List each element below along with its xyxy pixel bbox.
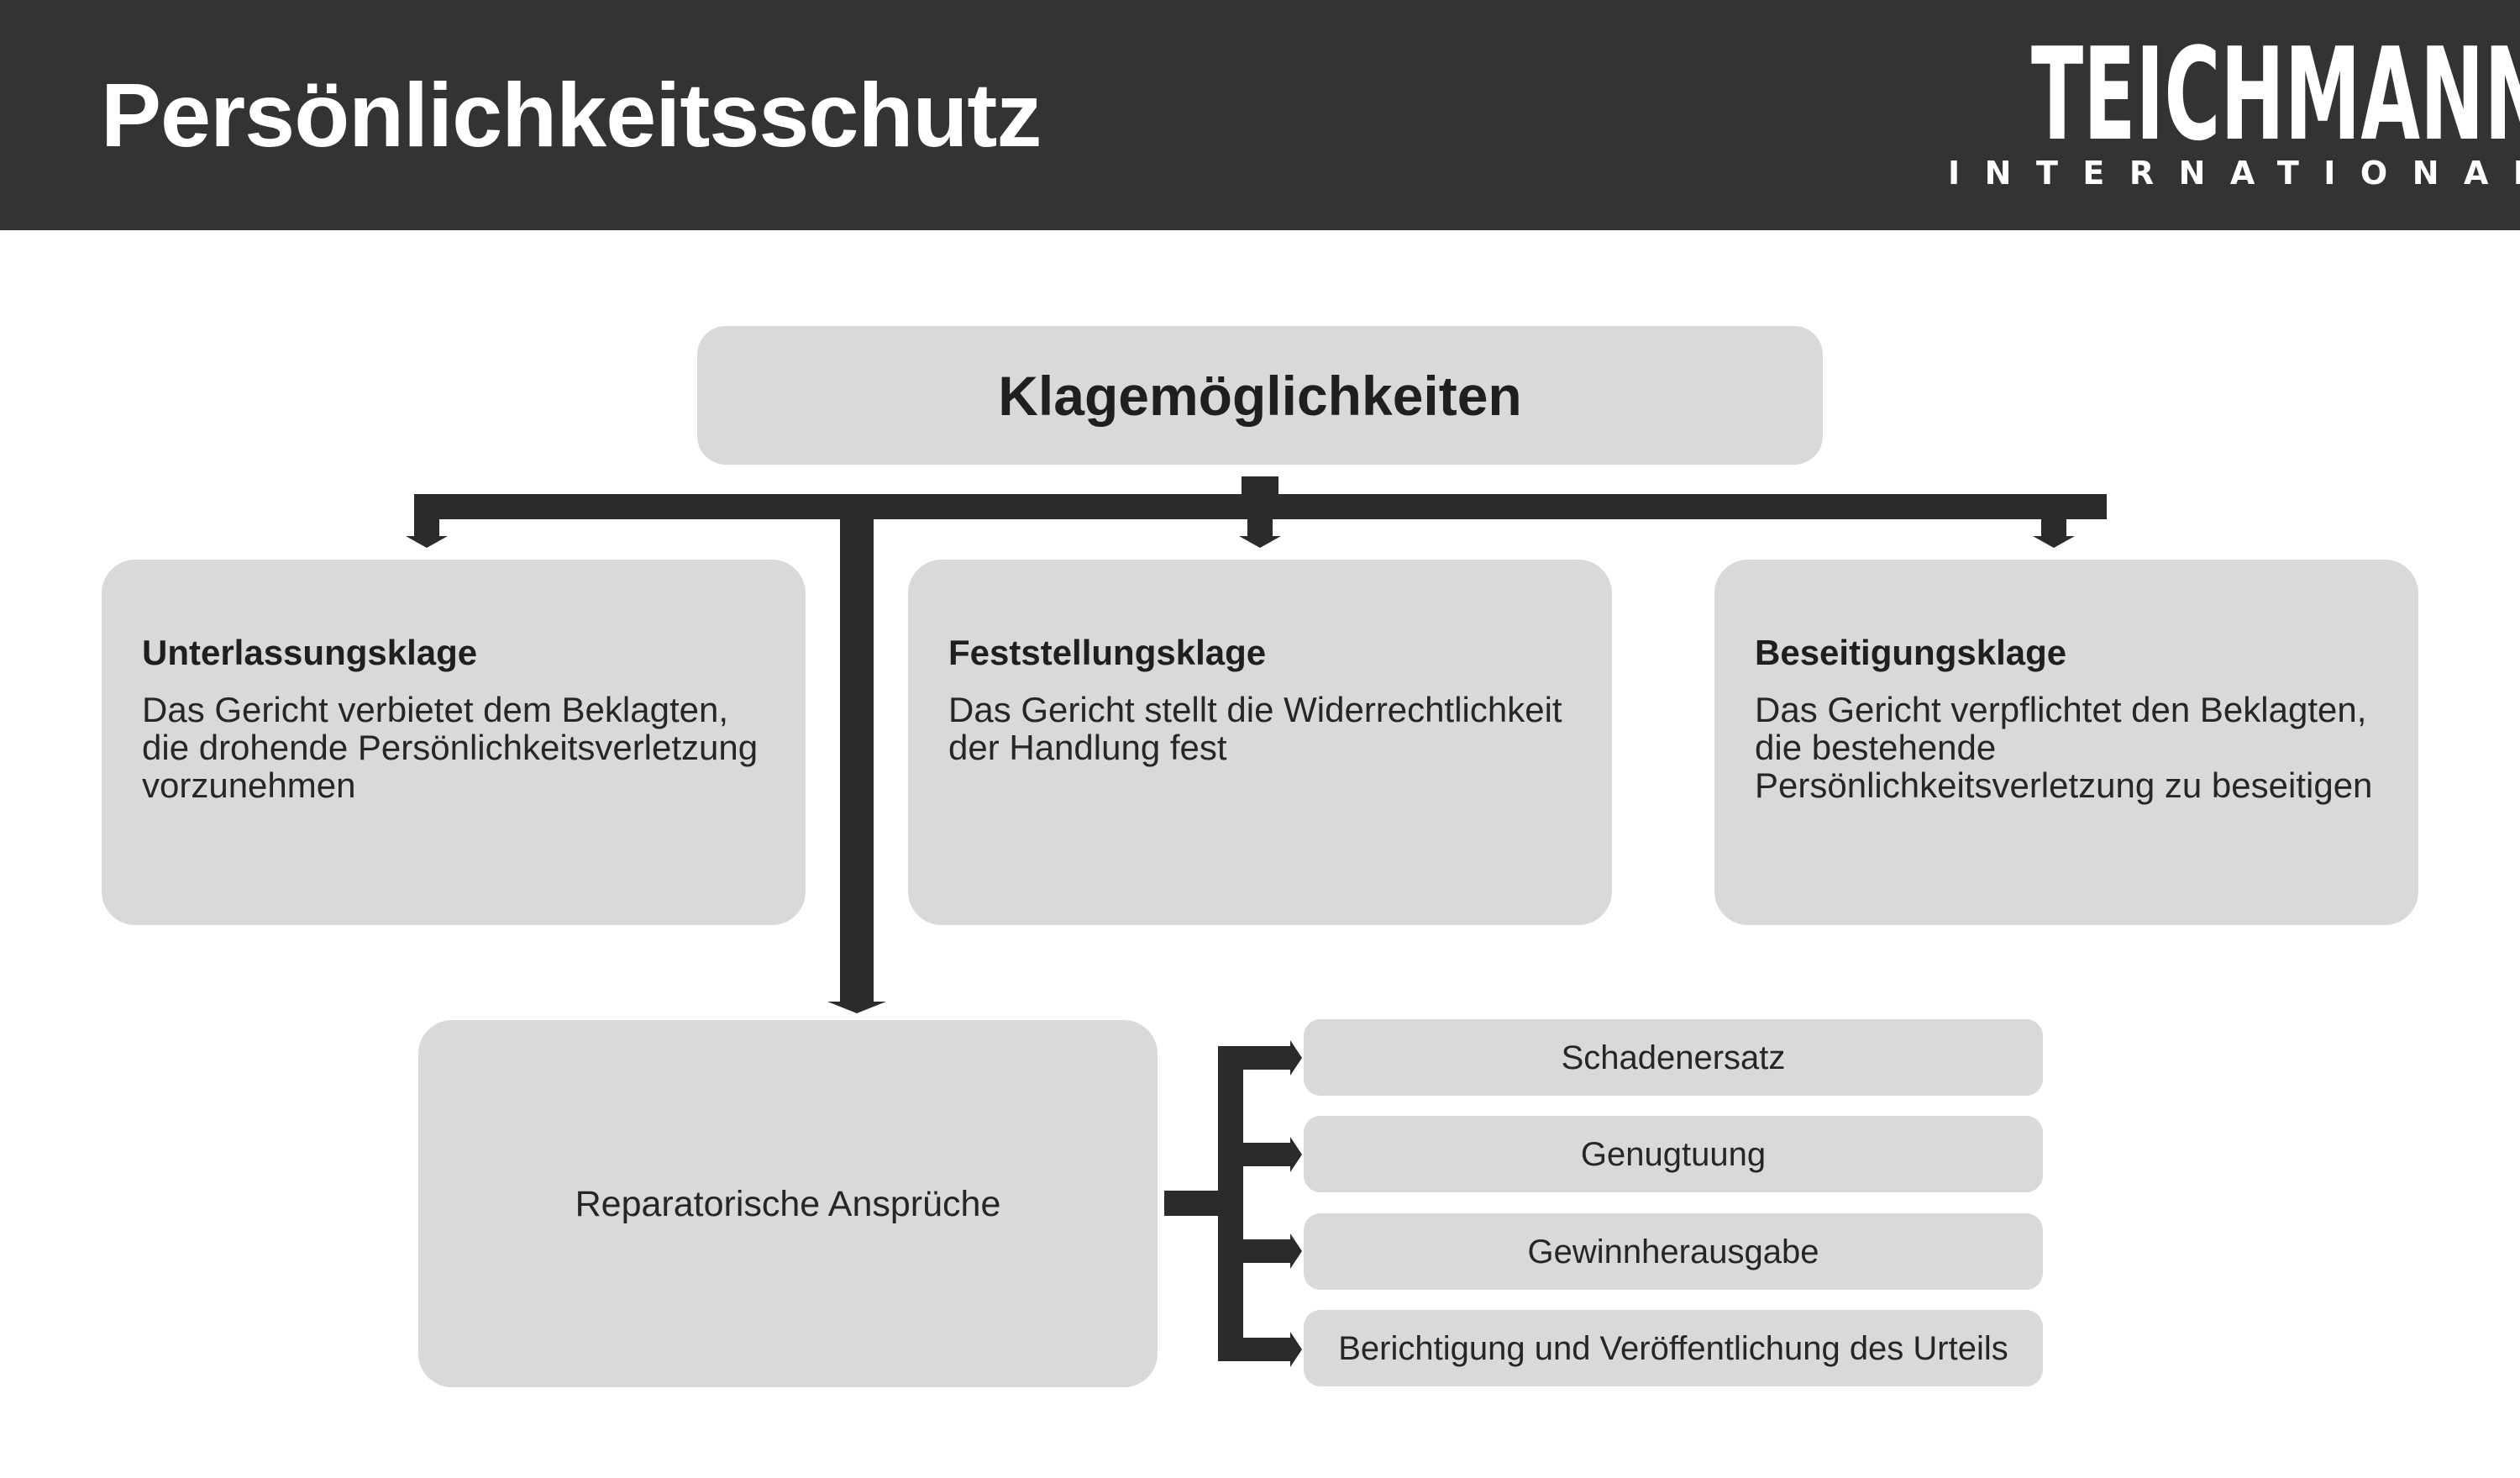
- claim-item-schadenersatz: Schadenersatz: [1304, 1019, 2043, 1096]
- claim-item-genugtuung: Genugtuung: [1304, 1116, 2043, 1192]
- branch-card-title: Unterlassungsklage: [142, 633, 478, 672]
- arrow-right-card: [2033, 536, 2075, 548]
- bracket-stub: [1164, 1191, 1225, 1216]
- bracket-arrow-1: [1290, 1040, 1302, 1076]
- claim-item-label: Schadenersatz: [1561, 1039, 1786, 1076]
- reparatory-claims-label: Reparatorische Ansprüche: [575, 1183, 1001, 1224]
- branch-card-text: Das Gericht verbietet dem Beklagten, die…: [142, 690, 759, 805]
- bracket-arrow-2: [1290, 1137, 1302, 1172]
- root-node: Klagemöglichkeiten: [697, 326, 1823, 465]
- connector-vertical-rep: [840, 513, 874, 1005]
- connector-drop-left: [414, 513, 439, 538]
- bracket-arm-3: [1218, 1239, 1294, 1263]
- teichmann-logo: TEICHMANN INTERNATIONAL: [1924, 31, 2520, 192]
- header-bar: Persönlichkeitsschutz TEICHMANN INTERNAT…: [0, 0, 2520, 230]
- bracket-spine: [1218, 1046, 1243, 1361]
- connector-drop-center: [1247, 513, 1273, 538]
- branch-card-text: Das Gericht verpflichtet den Beklagten, …: [1755, 690, 2373, 805]
- claim-item-berichtigung: Berichtigung und Veröffentlichung des Ur…: [1304, 1310, 2043, 1386]
- claim-item-label: Berichtigung und Veröffentlichung des Ur…: [1338, 1329, 2008, 1367]
- branch-card-feststellungsklage: Feststellungsklage Das Gericht stellt di…: [908, 560, 1612, 925]
- arrow-rep-box: [827, 1002, 886, 1013]
- branch-card-text: Das Gericht stellt die Widerrechtlichkei…: [948, 690, 1562, 767]
- bracket-arm-1: [1218, 1046, 1294, 1070]
- arrow-left-card: [406, 536, 448, 548]
- logo-subline: INTERNATIONAL: [1948, 155, 2520, 192]
- branch-card-title: Feststellungsklage: [948, 633, 1267, 672]
- arrow-center-card: [1239, 536, 1281, 548]
- claim-item-gewinnherausgabe: Gewinnherausgabe: [1304, 1213, 2043, 1290]
- bracket-arrow-4: [1290, 1332, 1302, 1367]
- connector-root-stub: [1242, 476, 1278, 500]
- branch-card-unterlassungsklage: Unterlassungsklage Das Gericht verbietet…: [102, 560, 806, 925]
- claim-item-label: Gewinnherausgabe: [1527, 1233, 1819, 1270]
- bracket-arm-2: [1218, 1143, 1294, 1166]
- branch-card-title: Beseitigungsklage: [1755, 633, 2067, 672]
- reparatory-claims-node: Reparatorische Ansprüche: [418, 1020, 1158, 1387]
- connector-drop-right: [2041, 513, 2066, 538]
- page-title: Persönlichkeitsschutz: [101, 64, 1042, 166]
- branch-card-beseitigungsklage: Beseitigungsklage Das Gericht verpflicht…: [1714, 560, 2418, 925]
- root-node-label: Klagemöglichkeiten: [998, 364, 1522, 427]
- bracket-arrow-3: [1290, 1233, 1302, 1269]
- claim-item-label: Genugtuung: [1580, 1135, 1767, 1173]
- bracket-arm-4: [1218, 1338, 1294, 1361]
